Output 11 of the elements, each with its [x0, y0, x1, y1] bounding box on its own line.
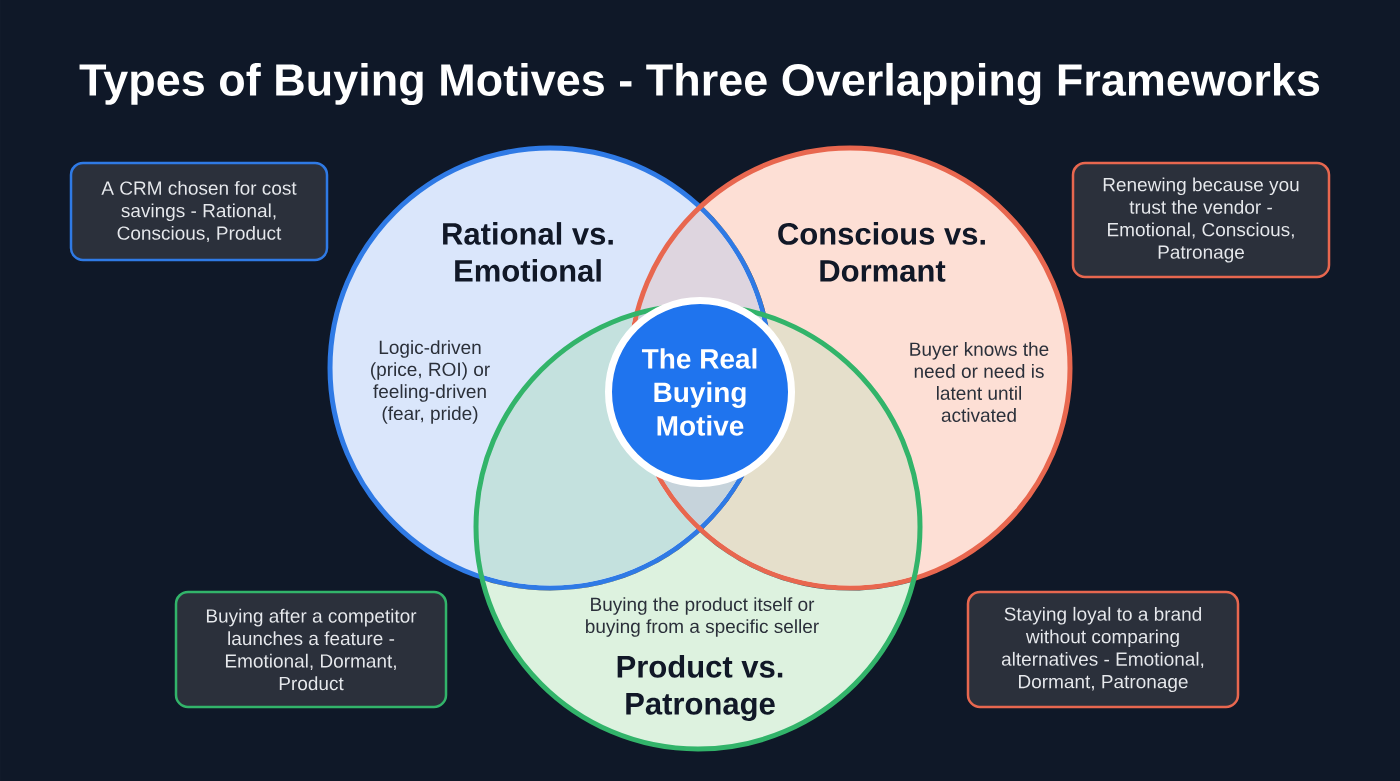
example-box: Renewing because you trust the vendor - Emotional, Conscious, Patronage	[1071, 161, 1331, 279]
circle-heading: Rational vs. Emotional	[443, 222, 613, 282]
circle-description: Logic-driven (price, ROI) or feeling-driven (fear, pride)	[371, 340, 490, 424]
circle-heading: Conscious vs. Dormant	[778, 222, 985, 282]
example-box: Buying after a competitor launches a feature - Emotional, Dormant, Product	[174, 590, 448, 709]
example-box: Staying loyal to a brand without comparing alternatives - Emotional, Dormant, Patronage	[966, 590, 1240, 709]
circle-description: Buying the product itself or buying from a specific seller	[586, 597, 819, 637]
circle-heading: Product vs. Patronage	[617, 654, 783, 721]
title: Types of Buying Motives - Three Overlapping Frameworks	[79, 62, 1320, 106]
circle-description: Buyer knows the need or need is latent until activated	[910, 342, 1049, 422]
example-box: A CRM chosen for cost savings - Rational, Conscious, Product	[69, 161, 329, 262]
